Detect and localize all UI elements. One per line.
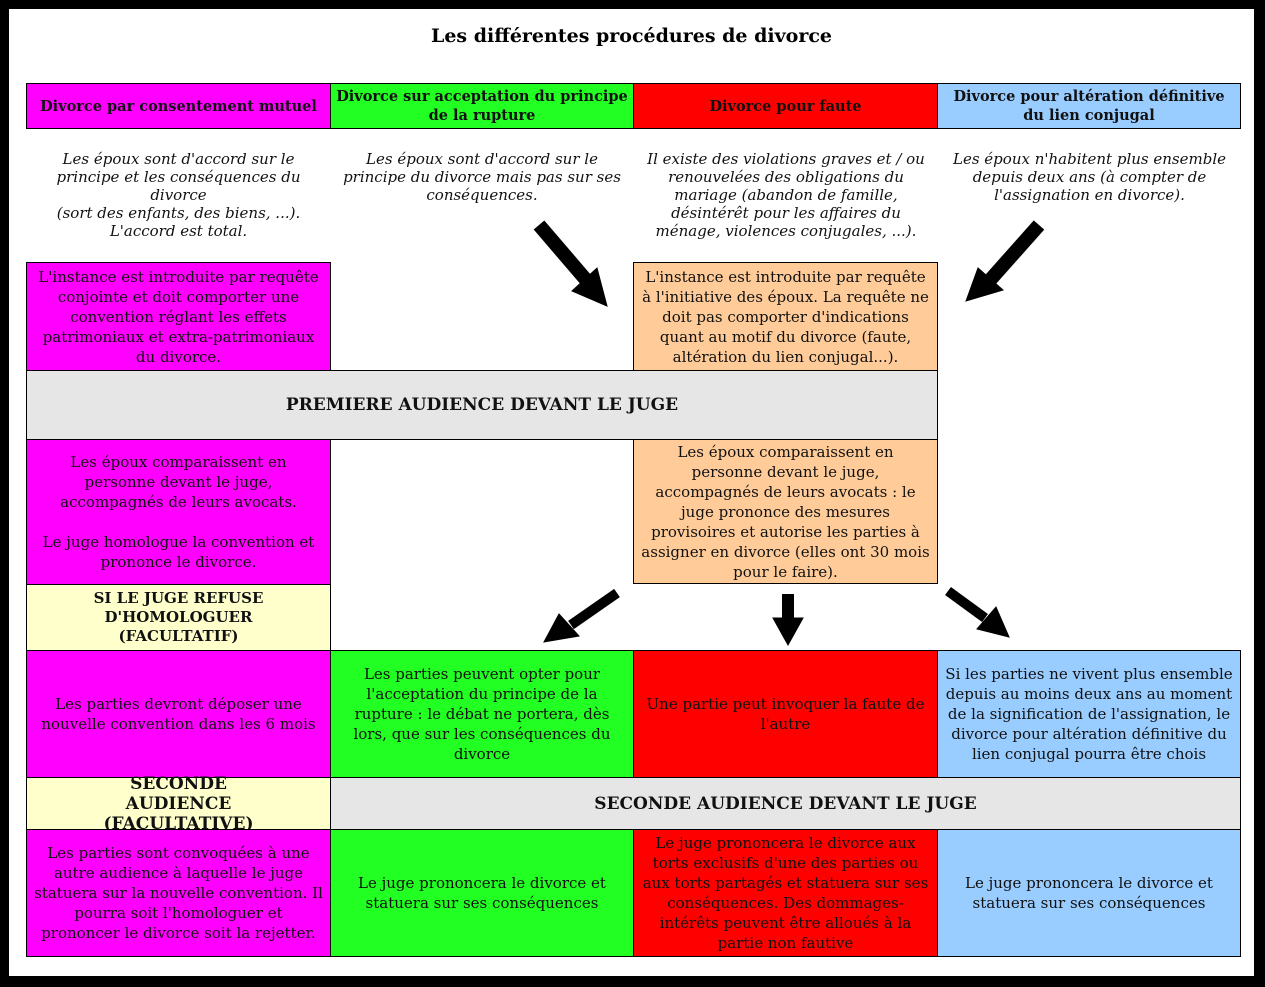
- option-acceptation-principe: Les parties peuvent opter pour l'accepta…: [330, 650, 634, 778]
- outcome-acceptation: Le juge prononcera le divorce et statuer…: [330, 829, 634, 957]
- description-faute: Il existe des violations graves et / ou …: [647, 150, 925, 240]
- arrow-to-acceptation-option: [543, 588, 620, 643]
- arrows-layer: [533, 220, 1045, 647]
- header-acceptation-principe: Divorce sur acceptation du principe de l…: [330, 83, 634, 129]
- arrow-to-faute-option: [772, 594, 804, 647]
- arrow-alteration-to-procedure: [965, 220, 1045, 302]
- comparution-contentieux-box: Les époux comparaissent en personne deva…: [633, 439, 938, 584]
- outcome-faute: Le juge prononcera le divorce aux torts …: [633, 829, 938, 957]
- outcome-alteration: Le juge prononcera le divorce et statuer…: [937, 829, 1241, 957]
- instance-contentieux-box: L'instance est introduite par requête à …: [633, 262, 938, 371]
- outcome-mutuel: Les parties sont convoquées à une autre …: [26, 829, 331, 957]
- seconde-audience-band: SECONDE AUDIENCE DEVANT LE JUGE: [330, 777, 1241, 830]
- description-consentement-mutuel: Les époux sont d'accord sur le principe …: [56, 150, 301, 240]
- diagram-frame: Les différentes procédures de divorce Di…: [9, 9, 1254, 976]
- option-faute: Une partie peut invoquer la faute de l'a…: [633, 650, 938, 778]
- description-acceptation-principe: Les époux sont d'accord sur le principe …: [343, 150, 621, 204]
- header-faute: Divorce pour faute: [633, 83, 938, 129]
- diagram-title: Les différentes procédures de divorce: [430, 25, 833, 47]
- description-alteration-lien: Les époux n'habitent plus ensemble depui…: [953, 150, 1226, 204]
- seconde-audience-facultative-box: SECONDE AUDIENCE (FACULTATIVE): [26, 774, 331, 834]
- header-alteration-lien: Divorce pour altération définitive du li…: [937, 83, 1241, 129]
- premiere-audience-band: PREMIERE AUDIENCE DEVANT LE JUGE: [26, 370, 938, 440]
- arrow-to-alteration-option: [945, 586, 1010, 638]
- option-alteration-lien: Si les parties ne vivent plus ensemble d…: [937, 650, 1241, 778]
- comparution-mutuel-box: Les époux comparaissent en personne deva…: [26, 439, 331, 585]
- arrow-acceptation-to-procedure: [533, 220, 608, 307]
- instance-mutuel-box: L'instance est introduite par requête co…: [26, 262, 331, 371]
- refus-homologation-box: SI LE JUGE REFUSE D'HOMOLOGUER (FACULTAT…: [26, 584, 331, 651]
